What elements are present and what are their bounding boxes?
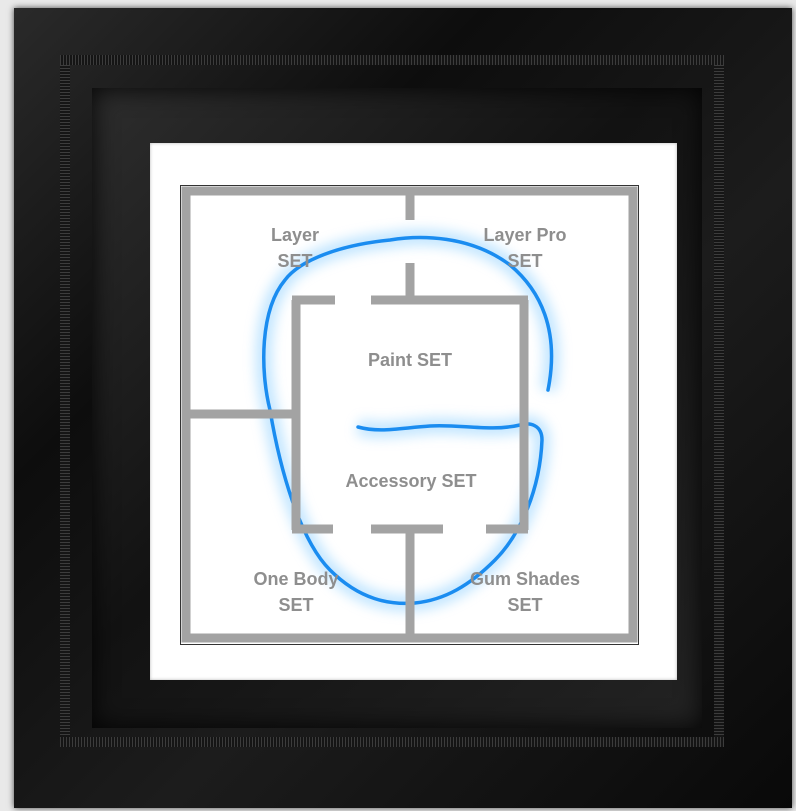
- label-layer-line1: Layer: [250, 222, 340, 248]
- label-one-body-set: One Body SET: [236, 566, 356, 618]
- label-gum-shades-line1: Gum Shades: [455, 566, 595, 592]
- label-layer-pro-set: Layer Pro SET: [470, 222, 580, 274]
- label-one-body-line1: One Body: [236, 566, 356, 592]
- label-layer-pro-line2: SET: [470, 248, 580, 274]
- label-accessory-set: Accessory SET: [330, 468, 492, 494]
- label-layer-pro-line1: Layer Pro: [470, 222, 580, 248]
- label-layer-set: Layer SET: [250, 222, 340, 274]
- label-paint-set: Paint SET: [350, 347, 470, 373]
- label-gum-shades-line2: SET: [455, 592, 595, 618]
- label-gum-shades-set: Gum Shades SET: [455, 566, 595, 618]
- label-one-body-line2: SET: [236, 592, 356, 618]
- label-layer-line2: SET: [250, 248, 340, 274]
